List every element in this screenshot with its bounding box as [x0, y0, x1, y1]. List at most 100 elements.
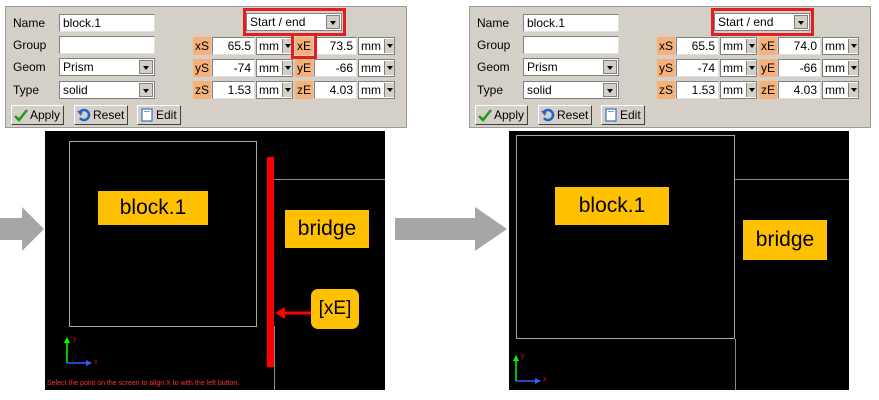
- ze-field[interactable]: 4.03: [778, 81, 821, 99]
- mode-select[interactable]: Start / end: [246, 13, 342, 31]
- edit-button[interactable]: Edit: [601, 105, 645, 125]
- xe-label: xE: [295, 37, 313, 55]
- chevron-down-icon: [848, 39, 858, 53]
- ys-field[interactable]: -74: [676, 59, 719, 77]
- bridge-edge: [735, 179, 849, 180]
- zs-field[interactable]: 1.53: [676, 81, 719, 99]
- ys-label: yS: [193, 59, 211, 77]
- block-tag: block.1: [555, 187, 669, 225]
- geom-label: Geom: [477, 60, 510, 74]
- xs-unit-select[interactable]: mm: [256, 37, 293, 55]
- apply-check-icon: [478, 109, 492, 122]
- ye-label: yE: [295, 59, 313, 77]
- 3d-viewport[interactable]: block.1 bridge y x: [509, 131, 849, 390]
- xs-field[interactable]: 65.5: [676, 37, 719, 55]
- group-label: Group: [477, 38, 511, 52]
- apply-button[interactable]: Apply: [11, 105, 65, 125]
- apply-button[interactable]: Apply: [475, 105, 529, 125]
- zs-field[interactable]: 1.53: [212, 81, 255, 99]
- group-field[interactable]: [523, 36, 619, 54]
- name-field[interactable]: block.1: [523, 14, 619, 32]
- reset-icon: [541, 108, 555, 122]
- ys-label: yS: [657, 59, 675, 77]
- chevron-down-icon: [139, 83, 153, 97]
- edit-icon: [141, 108, 153, 122]
- chevron-down-icon: [746, 83, 756, 97]
- name-label: Name: [13, 16, 46, 30]
- block-edit-panel: Name block.1 Group Geom Prism Type solid…: [5, 6, 407, 128]
- geom-select[interactable]: Prism: [523, 58, 619, 76]
- chevron-down-icon: [603, 83, 617, 97]
- xe-callout: [xE]: [311, 289, 359, 329]
- xs-label: xS: [657, 37, 675, 55]
- ye-field[interactable]: -66: [314, 59, 357, 77]
- chevron-down-icon: [746, 61, 756, 75]
- bridge-tag: bridge: [285, 210, 369, 248]
- ze-unit-select[interactable]: mm: [358, 81, 395, 99]
- chevron-down-icon: [282, 83, 292, 97]
- ze-field[interactable]: 4.03: [314, 81, 357, 99]
- group-label: Group: [13, 38, 47, 52]
- group-field[interactable]: [59, 36, 155, 54]
- axis-y-label: y: [73, 336, 77, 343]
- type-label: Type: [477, 83, 504, 97]
- geom-label: Geom: [13, 60, 46, 74]
- ye-field[interactable]: -66: [778, 59, 821, 77]
- chevron-down-icon: [746, 39, 756, 53]
- chevron-down-icon: [384, 39, 394, 53]
- bridge-tag: bridge: [743, 220, 827, 260]
- zs-unit-select[interactable]: mm: [720, 81, 757, 99]
- ys-unit-select[interactable]: mm: [720, 59, 757, 77]
- reset-button[interactable]: Reset: [74, 105, 129, 125]
- ze-label: zE: [295, 81, 313, 99]
- ye-unit-select[interactable]: mm: [822, 59, 859, 77]
- edit-icon: [605, 108, 617, 122]
- mode-select[interactable]: Start / end: [714, 13, 810, 31]
- type-select[interactable]: solid: [523, 81, 619, 99]
- status-message: Select the point on the screen to align …: [47, 380, 240, 387]
- type-label: Type: [13, 83, 40, 97]
- flow-arrow-icon: [0, 207, 44, 251]
- ys-unit-select[interactable]: mm: [256, 59, 293, 77]
- block-tag: block.1: [98, 191, 208, 225]
- chevron-down-icon: [326, 15, 340, 29]
- axis-triad-icon: [64, 337, 92, 366]
- edit-button[interactable]: Edit: [137, 105, 181, 125]
- zs-label: zS: [193, 81, 211, 99]
- xs-label: xS: [193, 37, 211, 55]
- chevron-down-icon: [139, 60, 153, 74]
- bridge-edge: [735, 339, 736, 390]
- axis-triad-icon: [513, 355, 541, 384]
- zs-unit-select[interactable]: mm: [256, 81, 293, 99]
- apply-check-icon: [14, 109, 28, 122]
- ze-unit-select[interactable]: mm: [822, 81, 859, 99]
- xe-unit-select[interactable]: mm: [822, 37, 859, 55]
- chevron-down-icon: [282, 39, 292, 53]
- axis-x-label: x: [94, 359, 98, 366]
- pointer-arrow-icon: [275, 307, 313, 319]
- ys-field[interactable]: -74: [212, 59, 255, 77]
- bridge-edge: [274, 179, 385, 180]
- reset-icon: [77, 108, 91, 122]
- 3d-viewport[interactable]: block.1 bridge [xE] y x Select the point…: [45, 131, 385, 390]
- block-outline: [516, 135, 735, 339]
- xe-field[interactable]: 74.0: [778, 37, 821, 55]
- ze-label: zE: [759, 81, 777, 99]
- chevron-down-icon: [848, 61, 858, 75]
- bridge-edge: [274, 326, 275, 390]
- name-field[interactable]: block.1: [59, 14, 155, 32]
- block-outline: [69, 141, 257, 327]
- xe-label: xE: [759, 37, 777, 55]
- xe-unit-select[interactable]: mm: [358, 37, 395, 55]
- xe-field[interactable]: 73.5: [314, 37, 357, 55]
- reset-button[interactable]: Reset: [538, 105, 593, 125]
- geom-select[interactable]: Prism: [59, 58, 155, 76]
- xs-unit-select[interactable]: mm: [720, 37, 757, 55]
- type-select[interactable]: solid: [59, 81, 155, 99]
- name-label: Name: [477, 16, 510, 30]
- ye-unit-select[interactable]: mm: [358, 59, 395, 77]
- block-edit-panel: Name block.1 Group Geom Prism Type solid…: [469, 6, 871, 128]
- xe-highlight: [291, 33, 317, 59]
- xs-field[interactable]: 65.5: [212, 37, 255, 55]
- xe-alignment-marker: [267, 157, 274, 367]
